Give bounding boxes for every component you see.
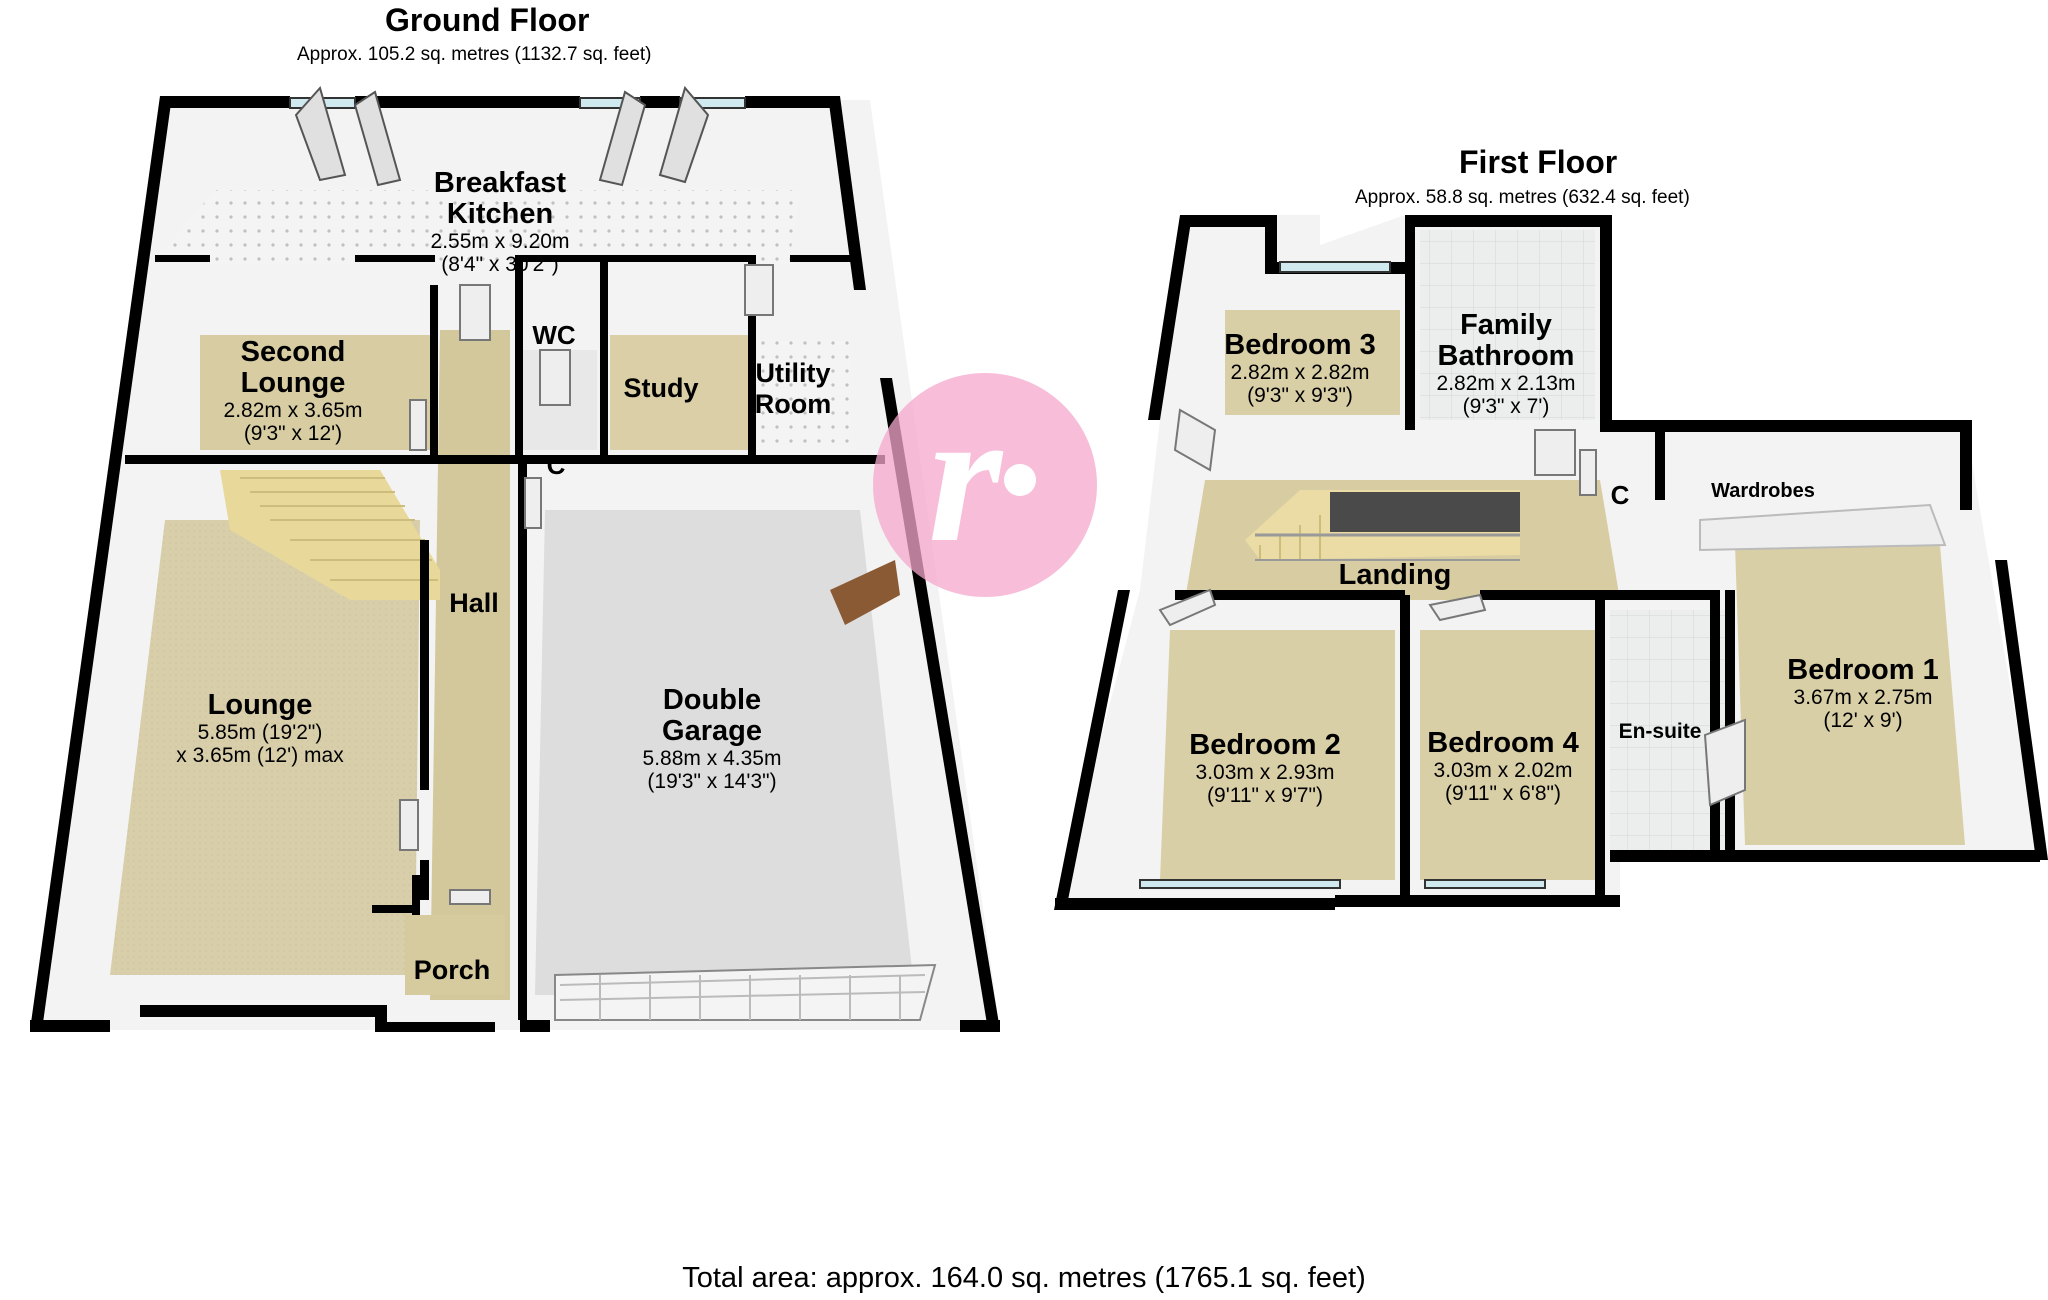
bedroom3-name: Bedroom 3 (1224, 329, 1376, 361)
bathroom-dim-1: 2.82m x 2.13m (1436, 372, 1576, 395)
first-cupboard-label: C (1611, 480, 1630, 511)
hall-floor (430, 330, 510, 1000)
bedroom1-dim-2: (12' x 9') (1823, 709, 1903, 732)
second-lounge-label: Second Lounge 2.82m x 3.65m (9'3" x 12') (223, 336, 363, 446)
lounge-dim-1: 5.85m (19'2") (197, 721, 323, 744)
kitchen-name-1: Breakfast (433, 167, 567, 199)
ground-floor-walls (30, 96, 1000, 1032)
landing-name: Landing (1338, 559, 1452, 591)
bathroom-floor (1420, 230, 1595, 420)
landing-label: Landing (1339, 560, 1452, 591)
porch-floor (405, 915, 505, 995)
utility-floor (760, 340, 850, 450)
bedroom2-name: Bedroom 2 (1189, 729, 1341, 761)
kitchen-label: Breakfast Kitchen 2.55m x 9.20m (8'4" x … (430, 167, 570, 277)
bedroom3-label: Bedroom 3 2.82m x 2.82m (9'3" x 9'3") (1224, 329, 1376, 408)
garage-dim-1: 5.88m x 4.35m (642, 747, 782, 770)
first-floor-plan (1054, 215, 2048, 910)
kitchen-floor (160, 190, 800, 255)
garage-door[interactable] (554, 963, 937, 1021)
porch-label: Porch (414, 955, 491, 986)
lounge-floor (110, 520, 420, 975)
garage-name-1: Double (662, 684, 762, 716)
bedroom1-dim-1: 3.67m x 2.75m (1793, 686, 1933, 709)
garage-name-2: Garage (662, 715, 762, 747)
hall-name: Hall (449, 588, 499, 618)
bedroom4-floor (1420, 630, 1595, 880)
bedroom1-label: Bedroom 1 3.67m x 2.75m (12' x 9') (1787, 654, 1939, 733)
bedroom1-floor (1735, 545, 1965, 845)
study-floor (610, 335, 750, 450)
second-lounge-floor (200, 335, 430, 450)
garage-side-door[interactable] (830, 560, 900, 625)
bedroom4-dim-2: (9'11" x 6'8") (1445, 782, 1561, 805)
study-label: Study (623, 373, 698, 404)
bathroom-label: Family Bathroom 2.82m x 2.13m (9'3" x 7'… (1436, 309, 1576, 419)
bedroom2-dim-2: (9'11" x 9'7") (1207, 784, 1323, 807)
ground-floor-title: Ground Floor (385, 2, 590, 38)
ensuite-name: En-suite (1618, 720, 1702, 743)
ensuite-label: En-suite (1619, 720, 1702, 743)
bedroom3-dim-1: 2.82m x 2.82m (1230, 361, 1370, 384)
bedroom2-floor (1160, 630, 1395, 880)
second-lounge-dim-1: 2.82m x 3.65m (223, 399, 363, 422)
second-lounge-dim-2: (9'3" x 12') (243, 422, 343, 445)
first-floor-windows (1139, 261, 1546, 889)
wardrobes-unit (1699, 503, 1947, 552)
hall-label: Hall (449, 588, 499, 619)
first-floor-doors[interactable] (1158, 408, 1746, 807)
garage-floor (535, 510, 915, 995)
second-lounge-name-1: Second (240, 336, 346, 368)
bedroom4-label: Bedroom 4 3.03m x 2.02m (9'11" x 6'8") (1427, 727, 1579, 806)
lounge-name: Lounge (207, 689, 313, 721)
study-name: Study (623, 373, 699, 403)
first-cupboard-name: C (1610, 480, 1630, 510)
lounge-label: Lounge 5.85m (19'2") x 3.65m (12') max (176, 689, 344, 768)
ground-floor-plan (30, 85, 1000, 1032)
bedroom4-dim-1: 3.03m x 2.02m (1433, 759, 1573, 782)
total-area: Total area: approx. 164.0 sq. metres (17… (682, 1262, 1366, 1294)
first-floor-title: First Floor (1459, 144, 1618, 180)
bedroom4-name: Bedroom 4 (1427, 727, 1579, 759)
bedroom2-dim-1: 3.03m x 2.93m (1195, 761, 1335, 784)
bedroom2-label: Bedroom 2 3.03m x 2.93m (9'11" x 9'7") (1189, 729, 1341, 808)
utility-name-2: Room (754, 389, 832, 419)
garage-label: Double Garage 5.88m x 4.35m (19'3" x 14'… (642, 684, 782, 794)
ground-floor-area: Approx. 105.2 sq. metres (1132.7 sq. fee… (297, 44, 652, 65)
ground-cupboard-label: C (547, 450, 566, 481)
garage-dim-2: (19'3" x 14'3") (647, 770, 777, 793)
ground-stairs (220, 470, 440, 600)
second-lounge-name-2: Lounge (240, 367, 346, 399)
logo-letter: r (928, 372, 1004, 582)
bedroom3-floor (1225, 310, 1400, 415)
first-stairs (1245, 490, 1520, 561)
bathroom-name-2: Bathroom (1437, 340, 1575, 372)
bathroom-name-1: Family (1460, 309, 1552, 341)
kitchen-folding-doors (294, 85, 710, 187)
wc-label: WC (532, 320, 575, 351)
ground-internal-doors[interactable] (399, 264, 774, 905)
lounge-dim-2: x 3.65m (12') max (176, 744, 344, 767)
kitchen-name-2: Kitchen (446, 198, 554, 230)
bedroom1-name: Bedroom 1 (1787, 654, 1939, 686)
wardrobes-label: Wardrobes (1711, 480, 1815, 503)
bedroom3-dim-2: (9'3" x 9'3") (1247, 384, 1353, 407)
kitchen-dim-2: (8'4" x 30'2") (441, 253, 559, 276)
utility-name-1: Utility (755, 358, 831, 388)
wardrobes-name: Wardrobes (1711, 480, 1815, 502)
porch-name: Porch (413, 955, 491, 985)
agency-logo: r (873, 372, 1097, 597)
first-floor-area: Approx. 58.8 sq. metres (632.4 sq. feet) (1355, 187, 1690, 208)
ground-cupboard-name: C (546, 450, 566, 480)
kitchen-dim-1: 2.55m x 9.20m (430, 230, 570, 253)
wc-name: WC (532, 320, 576, 350)
bathroom-dim-2: (9'3" x 7') (1462, 395, 1550, 418)
utility-label: Utility Room (755, 358, 832, 420)
